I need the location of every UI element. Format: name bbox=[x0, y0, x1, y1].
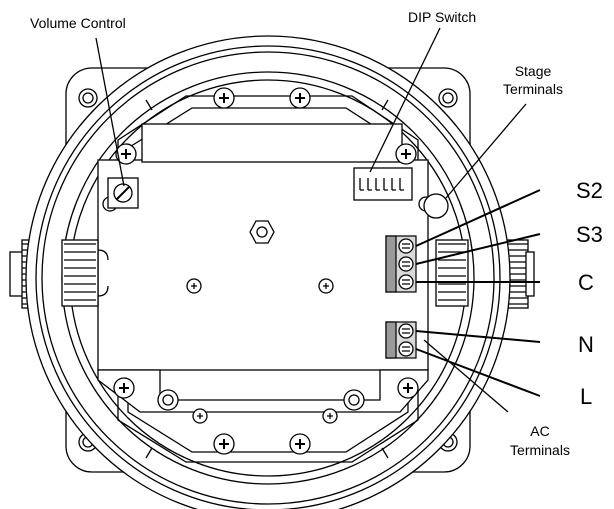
stage-terminal-block bbox=[385, 235, 417, 293]
volume-control-label: Volume Control bbox=[30, 15, 126, 31]
board-screws bbox=[186, 278, 338, 424]
stage-terminal-cap bbox=[423, 193, 449, 219]
leader-lines bbox=[95, 27, 541, 413]
frame-screws bbox=[113, 87, 419, 455]
dip-switch-label: DIP Switch bbox=[408, 9, 476, 25]
stage-terminals-label-line1: Stage bbox=[515, 63, 552, 79]
terminal-c-label: C bbox=[578, 270, 594, 295]
inner-mounting-frame bbox=[117, 95, 419, 463]
terminal-n-label: N bbox=[578, 332, 594, 357]
terminal-s2-label: S2 bbox=[576, 178, 603, 203]
stage-terminals-label-line2: Terminals bbox=[503, 81, 563, 97]
right-wire-bundle bbox=[435, 239, 469, 307]
left-wire-bundle bbox=[61, 239, 109, 307]
ac-terminals-label-line2: Terminals bbox=[510, 442, 570, 458]
center-hex-nut bbox=[249, 220, 275, 244]
terminal-s3-label: S3 bbox=[576, 222, 603, 247]
terminal-l-label: L bbox=[580, 384, 592, 409]
dip-switch bbox=[353, 167, 413, 201]
board-top-strip bbox=[141, 123, 403, 163]
ac-terminal-block bbox=[385, 321, 417, 359]
ac-terminals-label-line1: AC bbox=[530, 423, 549, 439]
